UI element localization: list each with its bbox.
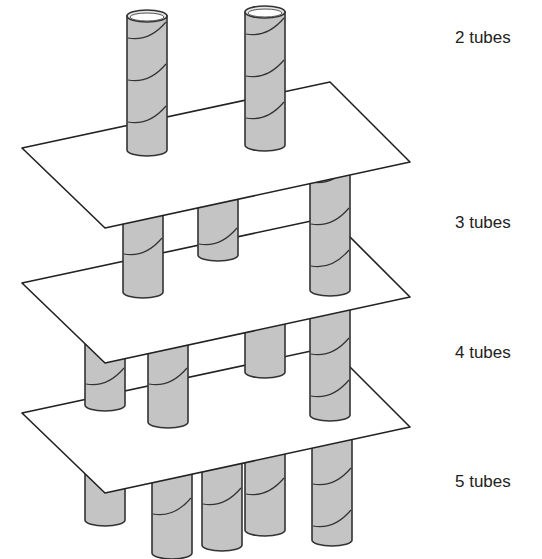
tube-seam (128, 22, 166, 39)
tube-seam (199, 228, 237, 245)
layer-label: 2 tubes (455, 28, 511, 48)
layer-label: 4 tubes (455, 343, 511, 363)
tube-seam (311, 380, 349, 397)
tube-seam (246, 60, 284, 77)
tube-body (245, 12, 285, 151)
paper-sheet (22, 82, 410, 228)
tube-seam (311, 250, 349, 267)
tube-seam (149, 368, 187, 385)
tube-seam (311, 208, 349, 225)
tube-rim (127, 10, 167, 22)
cardboard-tube (127, 10, 167, 156)
tube-opening (130, 13, 164, 21)
cardboard-tube (245, 6, 285, 151)
tube-body (127, 16, 167, 156)
tube-seam (153, 498, 191, 515)
tube-seam (313, 468, 351, 485)
tube-seam (246, 18, 284, 35)
tube-seam (128, 106, 166, 123)
tube-rim (245, 6, 285, 18)
tube-seam (128, 64, 166, 81)
tube-opening (248, 9, 282, 17)
tube-seam (124, 238, 162, 255)
tube-seam (311, 338, 349, 355)
tube-seam (313, 510, 351, 527)
paper-sheet (22, 347, 410, 493)
layer-label: 3 tubes (455, 213, 511, 233)
tube-seam (86, 368, 124, 385)
tube-seam (203, 488, 241, 505)
layer-label: 5 tubes (455, 472, 511, 492)
tube-seam (246, 478, 284, 495)
tube-seam (246, 102, 284, 119)
